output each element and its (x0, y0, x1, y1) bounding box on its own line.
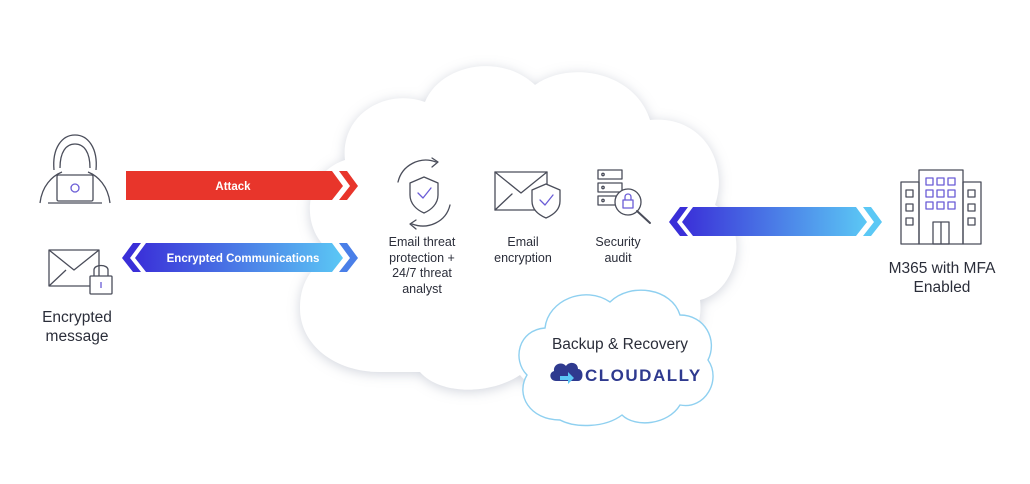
server-audit-icon (597, 169, 651, 224)
m365-link-arrow (669, 207, 882, 236)
encrypted-message-label: Encrypted message (42, 309, 112, 346)
office-building-icon (900, 169, 982, 245)
encrypted-comm-arrow: Encrypted Communications (122, 243, 358, 272)
backup-recovery-title: Backup & Recovery (551, 336, 689, 353)
m365-target-label: M365 with MFA Enabled (888, 260, 996, 297)
attack-label: Attack (215, 181, 251, 193)
backup-cloud (518, 289, 714, 427)
service-label-security-audit: Security audit (595, 235, 641, 265)
cloudally-brand: CLOUDALLY (585, 366, 702, 385)
envelope-lock-icon (48, 249, 113, 295)
attack-arrow: Attack (126, 171, 358, 200)
service-label-threat-protection: Email threat protection + 24/7 threat an… (388, 235, 456, 296)
hacker-icon (39, 134, 111, 204)
envelope-shield-icon (494, 171, 561, 219)
service-label-email-encryption: Email encryption (494, 235, 552, 265)
encrypted-comm-label: Encrypted Communications (167, 253, 320, 265)
shield-refresh-icon (397, 157, 451, 230)
cloudally-logo-icon (550, 362, 583, 384)
